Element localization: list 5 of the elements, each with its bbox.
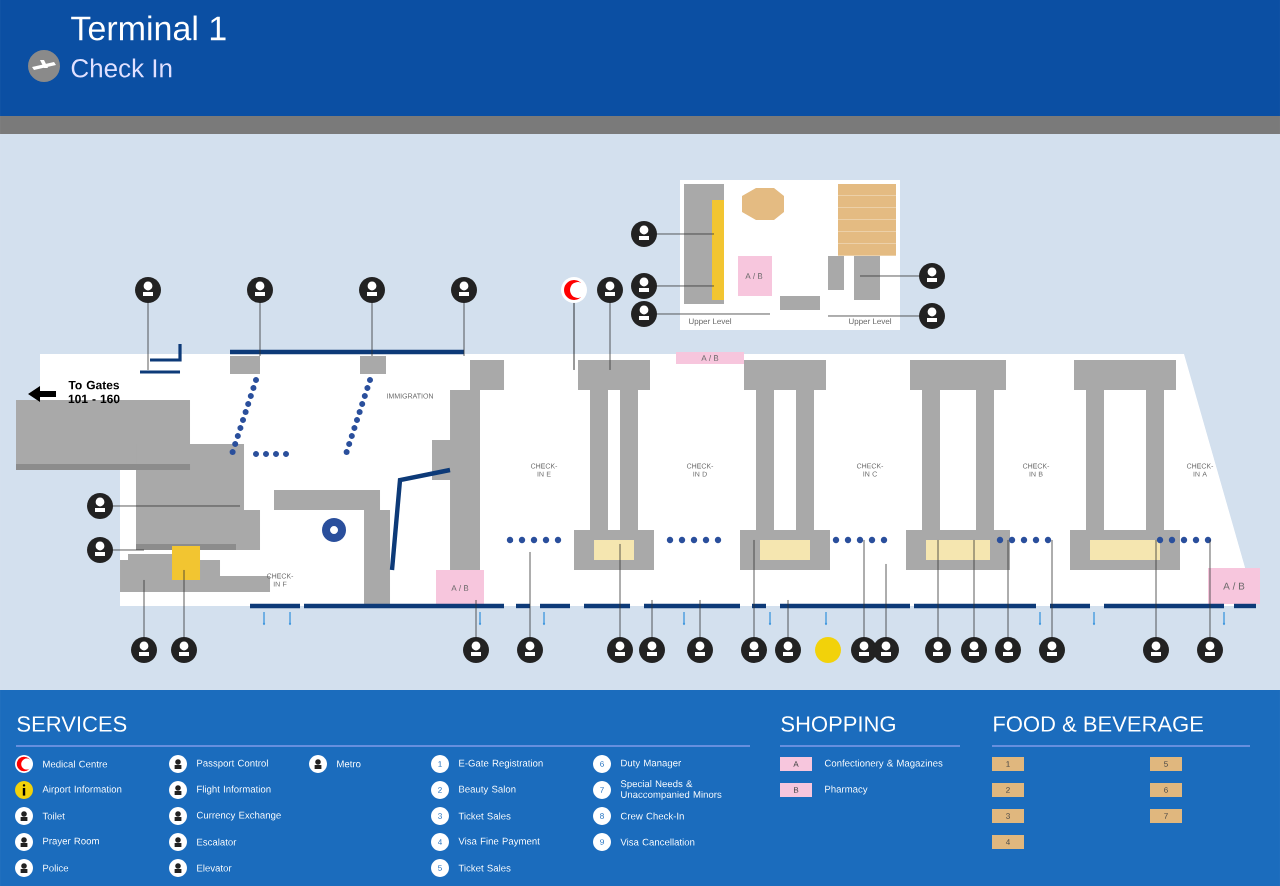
- section-heading: SERVICES: [17, 716, 127, 732]
- section-heading: FOOD & BEVERAGE: [994, 716, 1203, 732]
- subtitle: Check In: [71, 58, 172, 78]
- title: Terminal 1: [71, 15, 226, 41]
- section-heading: SHOPPING: [781, 716, 895, 732]
